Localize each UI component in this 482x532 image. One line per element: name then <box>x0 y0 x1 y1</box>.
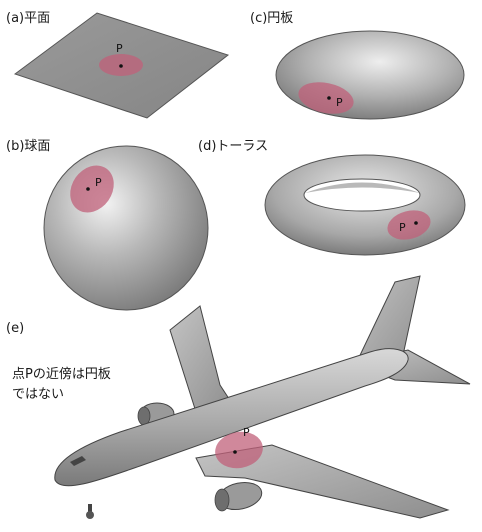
point-d <box>414 221 418 225</box>
label-e: (e) <box>6 321 24 336</box>
label-a: (a)平面 <box>6 11 50 26</box>
label-b: (b)球面 <box>6 139 50 154</box>
neighborhood-c <box>298 82 354 114</box>
right-engine-intake <box>214 488 230 512</box>
point-label-d: P <box>399 221 406 234</box>
cockpit-window <box>70 456 86 466</box>
left-wing <box>169 305 236 413</box>
point-c <box>327 96 331 100</box>
torus-inner-shade <box>305 182 420 193</box>
point-b <box>86 187 90 191</box>
point-label-b: P <box>95 176 102 189</box>
note-line-1: 点Pの近傍は円板 <box>12 366 111 382</box>
disk-surface <box>275 30 465 120</box>
point-label-e: P <box>243 426 250 439</box>
nose-wheel <box>86 511 94 519</box>
sphere-surface <box>43 145 209 311</box>
point-a <box>119 64 123 68</box>
neighborhood-e <box>215 431 263 469</box>
panel-d-torus: (d)トーラス P <box>198 139 466 256</box>
panel-b-sphere: (b)球面 P <box>6 139 209 311</box>
point-label-a: P <box>116 42 123 55</box>
nose-gear <box>88 504 92 512</box>
fuselage <box>54 348 409 487</box>
panel-a-plane: (a)平面 P <box>6 11 230 119</box>
label-d: (d)トーラス <box>198 139 268 154</box>
left-engine-intake <box>137 406 151 426</box>
panel-c-disk: (c)円板 P <box>250 11 465 120</box>
note-line-2: ではない <box>12 387 64 402</box>
label-c: (c)円板 <box>250 11 293 26</box>
neighborhood-d <box>387 210 431 240</box>
neighborhood-b <box>70 165 114 213</box>
point-label-c: P <box>336 96 343 109</box>
point-e <box>233 450 237 454</box>
right-wing <box>195 444 450 519</box>
panel-e-airplane: (e) 点Pの近傍は円板 ではない P <box>6 275 471 519</box>
